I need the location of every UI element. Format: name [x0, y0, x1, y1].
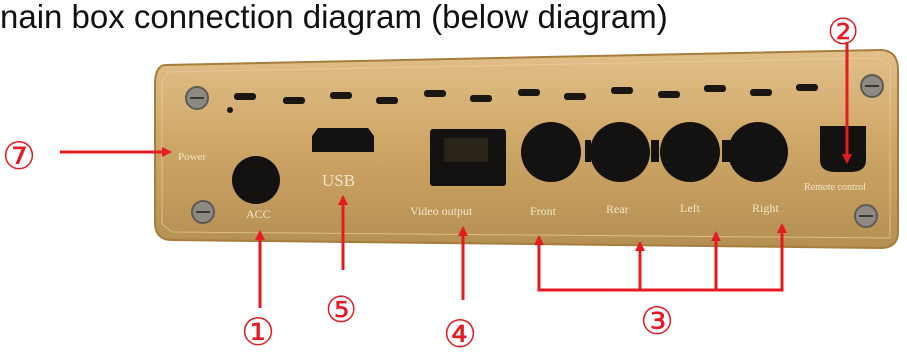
- callout-5: ⑤: [325, 290, 357, 331]
- screw-top-left: [185, 86, 209, 110]
- usb-port: [312, 128, 374, 152]
- vent-slots: [227, 84, 818, 113]
- video-output-label: Video output: [410, 204, 473, 218]
- rear-label: Rear: [606, 202, 629, 216]
- callout-2: ②: [827, 12, 859, 53]
- left-label: Left: [680, 201, 701, 215]
- callout-3: ③: [640, 299, 674, 343]
- screw-top-right: [860, 74, 884, 98]
- remote-control-port: [820, 126, 866, 172]
- front-label: Front: [530, 204, 557, 218]
- power-label: Power: [178, 151, 206, 163]
- callout-1: ①: [241, 310, 275, 354]
- video-output-port: [430, 129, 506, 186]
- bracket-cameras: [537, 247, 784, 292]
- acc-label: ACC: [246, 207, 271, 221]
- acc-port: [232, 156, 280, 204]
- callout-7: ⑦: [2, 134, 36, 178]
- callout-4: ④: [443, 312, 477, 354]
- right-label: Right: [752, 201, 779, 215]
- diagram-title: nain box connection diagram (below diagr…: [0, 0, 668, 35]
- screw-bottom-left: [191, 200, 215, 224]
- camera-ports: [521, 122, 788, 182]
- remote-control-label: Remote control: [804, 182, 866, 193]
- usb-label: USB: [322, 171, 355, 190]
- screw-bottom-right: [854, 204, 878, 228]
